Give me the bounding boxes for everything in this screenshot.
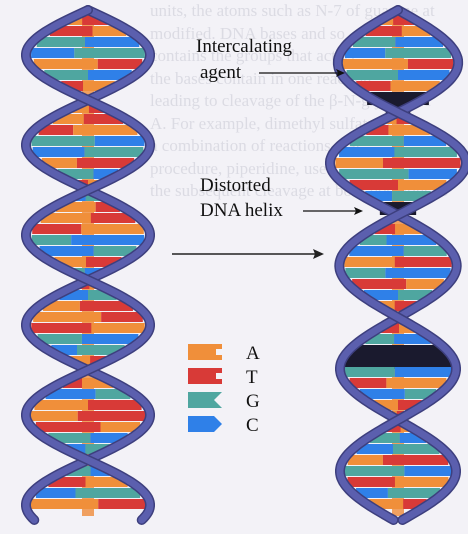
- base-C: [404, 466, 451, 476]
- base-T: [101, 312, 143, 322]
- legend-swatch-A: [188, 344, 222, 360]
- base-T: [348, 477, 395, 487]
- base-T: [383, 455, 448, 465]
- base-T: [395, 257, 452, 267]
- legend-swatch-C: [188, 416, 222, 432]
- base-G: [85, 147, 144, 157]
- base-G: [345, 268, 385, 278]
- base-A: [91, 323, 144, 333]
- base-C: [395, 367, 451, 377]
- base-A: [34, 59, 98, 69]
- base-G: [339, 169, 408, 179]
- distorted-dna-helix: [330, 10, 466, 520]
- legend-swatch-T: [188, 368, 222, 384]
- base-G: [385, 48, 451, 58]
- base-A: [386, 378, 446, 388]
- distorted-helix-line1: Distorted: [200, 175, 271, 196]
- base-G: [345, 367, 395, 377]
- legend-letter-G: G: [246, 391, 260, 412]
- legend-item-T: T: [188, 367, 258, 388]
- base-A: [31, 499, 98, 509]
- base-T: [31, 323, 91, 333]
- base-G: [404, 246, 447, 256]
- base-C: [339, 147, 394, 157]
- base-A: [73, 125, 137, 135]
- base-G: [394, 147, 456, 157]
- base-A: [34, 400, 88, 410]
- base-T: [36, 422, 101, 432]
- base-C: [33, 147, 85, 157]
- base-T: [88, 400, 142, 410]
- base-A: [335, 158, 383, 168]
- base-A: [31, 411, 78, 421]
- base-C: [31, 48, 74, 58]
- legend-letter-T: T: [246, 367, 258, 388]
- base-C: [95, 136, 145, 146]
- base-A: [348, 455, 383, 465]
- base-T: [98, 59, 142, 69]
- distorted-helix-line2: DNA helix: [200, 200, 283, 221]
- legend-item-C: C: [188, 415, 259, 436]
- base-C: [349, 246, 404, 256]
- base-C: [409, 169, 457, 179]
- legend-letter-A: A: [246, 343, 260, 364]
- legend-swatch-G: [188, 392, 222, 408]
- normal-dna-helix: [26, 10, 150, 520]
- base-G: [347, 70, 398, 80]
- base-T: [383, 158, 461, 168]
- base-T: [408, 59, 453, 69]
- base-C: [71, 235, 144, 245]
- base-C: [345, 48, 385, 58]
- base-T: [98, 499, 145, 509]
- base-C: [82, 334, 138, 344]
- legend-item-A: A: [188, 343, 260, 364]
- legend-item-G: G: [188, 391, 260, 412]
- base-C: [398, 70, 449, 80]
- base-A: [395, 477, 449, 487]
- base-C: [85, 37, 139, 47]
- base-G: [74, 48, 145, 58]
- legend-letter-C: C: [246, 415, 259, 436]
- label-intercalating-agent: Intercalating agent: [196, 36, 345, 83]
- base-A: [33, 312, 101, 322]
- intercalating-agent-line1: Intercalating: [196, 36, 293, 57]
- base-A: [344, 257, 394, 267]
- base-G: [345, 466, 405, 476]
- base-G: [32, 235, 71, 245]
- base-G: [75, 488, 140, 498]
- base-T: [78, 411, 145, 421]
- intercalating-agent-line2: agent: [200, 62, 242, 83]
- base-A: [81, 224, 143, 234]
- base-G: [32, 136, 95, 146]
- base-T: [352, 279, 406, 289]
- base-A: [343, 59, 408, 69]
- base-C: [385, 268, 450, 278]
- base-T: [32, 224, 81, 234]
